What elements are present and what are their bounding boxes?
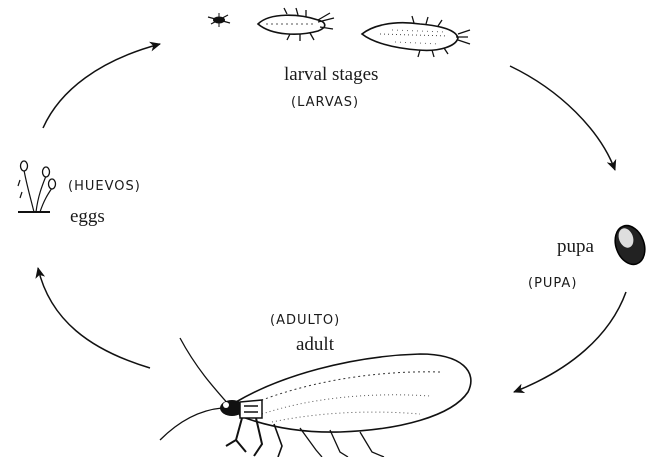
arrow-pupa-to-adult <box>514 292 626 392</box>
larva-large-icon <box>362 16 470 57</box>
pupa-icon <box>610 221 650 268</box>
larval-stages-label-es: (LARVAS) <box>291 95 359 110</box>
arrow-eggs-to-larvae <box>43 44 160 128</box>
larval-stages-label: larval stages <box>284 64 378 85</box>
arrow-larvae-to-pupa <box>510 66 615 170</box>
adult-label-es: (ADULTO) <box>270 313 340 328</box>
larva-small-icon <box>208 13 230 27</box>
larva-medium-icon <box>258 8 334 41</box>
eggs-label-es: (HUEVOS) <box>68 179 141 194</box>
pupa-label: pupa <box>557 236 595 257</box>
arrow-adult-to-eggs <box>38 268 150 368</box>
pupa-label-es: (PUPA) <box>528 276 577 291</box>
adult-label: adult <box>296 334 335 355</box>
eggs-label: eggs <box>70 206 105 227</box>
eggs-on-stalks-icon <box>18 161 56 212</box>
adult-lacewing-icon <box>160 338 471 457</box>
